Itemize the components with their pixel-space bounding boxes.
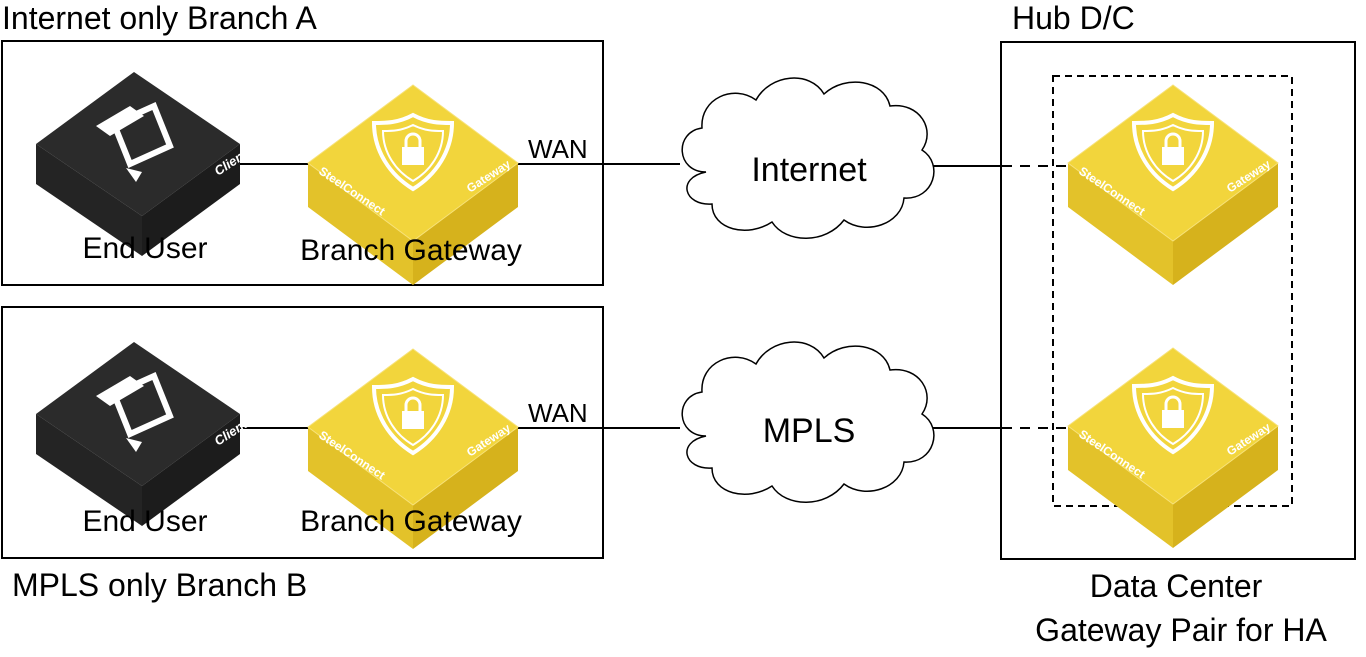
hub-caption-line1: Data Center xyxy=(1089,568,1263,604)
hub-gateway-device-2: SteelConnect Gateway xyxy=(1066,346,1280,550)
end-user-label-b: End User xyxy=(82,505,208,538)
branch-gateway-label-a: Branch Gateway xyxy=(300,234,522,267)
branch-gateway-label-b: Branch Gateway xyxy=(300,505,522,538)
hub-gateway-device-1: SteelConnect Gateway xyxy=(1066,83,1280,287)
gateway-device-a: SteelConnect Gateway xyxy=(306,83,520,287)
client-pc-device-b: Client PC xyxy=(36,342,269,526)
client-pc-device-a: Client PC xyxy=(36,72,269,256)
branch-b-title: MPLS only Branch B xyxy=(12,567,308,603)
end-user-label-a: End User xyxy=(82,232,208,265)
hub-title: Hub D/C xyxy=(1012,0,1135,36)
wan-label-b: WAN xyxy=(528,398,588,428)
branch-b-box xyxy=(1,306,604,559)
hub-caption-line2: Gateway Pair for HA xyxy=(1035,612,1327,648)
wan-label-a: WAN xyxy=(528,134,588,164)
branch-a-title: Internet only Branch A xyxy=(2,0,317,36)
ha-pair-box xyxy=(1052,75,1293,507)
hub-box xyxy=(1000,41,1356,560)
internet-cloud-label: Internet xyxy=(751,151,867,189)
gateway-device-b: SteelConnect Gateway xyxy=(306,347,520,551)
mpls-cloud-label: MPLS xyxy=(762,412,856,450)
